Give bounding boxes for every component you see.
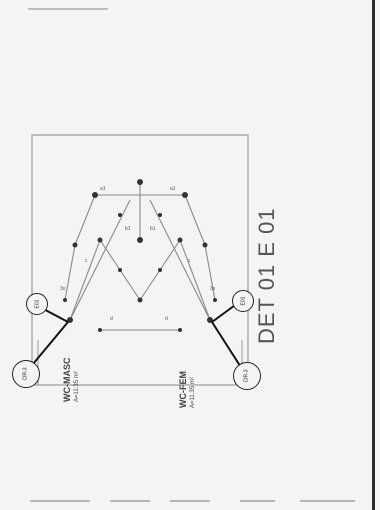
svg-text:d: d xyxy=(110,316,113,322)
room-area-wc-fem: A=11.35 m² xyxy=(190,377,196,408)
svg-text:c: c xyxy=(188,258,191,264)
room-outline xyxy=(31,134,249,386)
svg-text:3x: 3x xyxy=(210,286,216,292)
callout-left-bottom: CIR-3 xyxy=(12,360,40,388)
room-label-wc-masc: WC-MASC xyxy=(62,357,72,403)
circuit-wiring xyxy=(64,180,216,331)
svg-text:3x: 3x xyxy=(60,286,66,292)
svg-text:a1: a1 xyxy=(170,186,176,192)
svg-text:b1: b1 xyxy=(150,226,156,232)
svg-text:b1: b1 xyxy=(125,226,131,232)
callout-right-bottom: CIR-3 xyxy=(233,362,261,390)
detail-title: DET 01 E 01 xyxy=(254,207,279,344)
callout-leaders xyxy=(27,299,245,373)
small-annotations: a1 a1 b1 b1 c c 3x 3x d d xyxy=(60,186,216,322)
svg-text:c: c xyxy=(85,258,88,264)
room-label-wc-fem: WC-FEM xyxy=(178,371,188,408)
room-area-wc-masc: A=11.35 m² xyxy=(74,371,80,402)
sheet-right-edge xyxy=(372,0,375,510)
callout-right-top: E01 xyxy=(232,290,254,312)
fixture-symbols xyxy=(63,179,217,332)
svg-text:a1: a1 xyxy=(100,186,106,192)
svg-text:d: d xyxy=(165,316,168,322)
top-border-line xyxy=(28,8,108,10)
callout-left-top: E01 xyxy=(26,293,48,315)
